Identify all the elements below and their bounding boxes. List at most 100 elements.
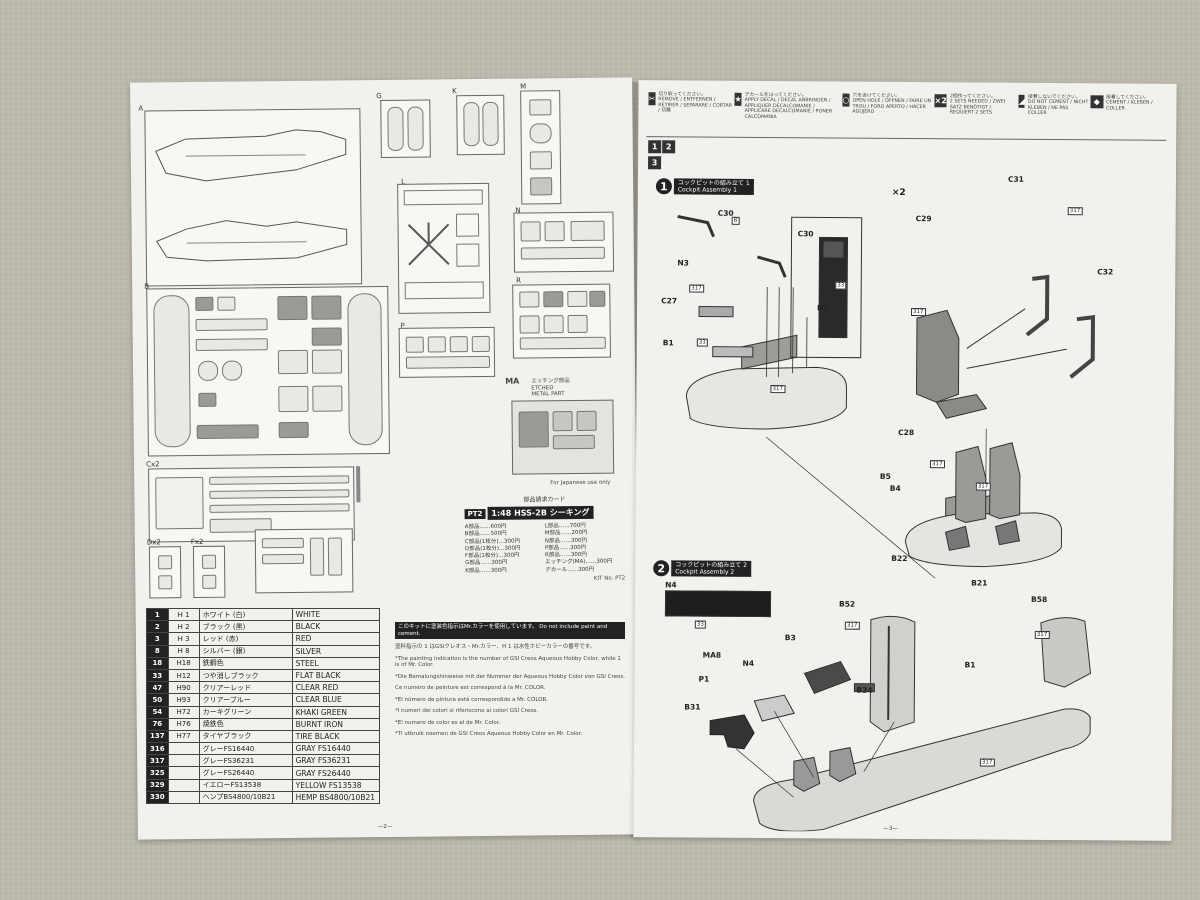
color-num-cell: 18 (146, 656, 169, 670)
kit-number: KIT No. PT2 (593, 575, 626, 582)
note-line: *The painting indication is the number o… (395, 655, 621, 669)
color-hcode-cell: H 1 (167, 607, 200, 622)
color-num-cell: 50 (146, 693, 169, 707)
color-jp-cell: 焼鉄色 (198, 717, 293, 731)
runner-p (398, 326, 496, 378)
paint-code: 317 (689, 284, 704, 293)
color-num-cell: 54 (146, 705, 169, 719)
color-num-cell: 2 (146, 620, 169, 634)
runner-b (146, 285, 390, 457)
color-jp-cell: タイヤブラック (198, 729, 293, 744)
note-line: *I numeri dei colori si riferiscono ai c… (395, 708, 539, 714)
legend-cement: ◆ 接着してください。CEMENT / KLEBEN / COLLER (1090, 95, 1170, 112)
color-num-cell: 329 (146, 778, 169, 792)
cockpit-floor-assembled (904, 442, 1063, 568)
fuselage-halves-drawing (155, 129, 348, 262)
color-jp-cell: ブラック (黒) (198, 620, 293, 634)
color-num-cell: 76 (146, 717, 169, 731)
callout-b58: B58 (1031, 594, 1048, 604)
color-hcode-cell: H 3 (167, 632, 200, 646)
color-num-cell: 47 (146, 681, 169, 695)
color-en-cell: SILVER (291, 644, 381, 658)
legend-decal: ★ デカールをはってください。APPLY DECAL / DECAL ANBRI… (734, 92, 833, 120)
color-jp-cell: レッド (赤) (198, 632, 293, 646)
callout-c27: C27 (661, 296, 678, 306)
two-sets-marker: ×2 (891, 187, 906, 198)
color-num-cell: 330 (146, 790, 169, 805)
notes-header-bar: このキットに塗装色指示はMr.カラーを使用しています。 Do not inclu… (395, 622, 625, 639)
paint-code: 317 (1067, 207, 1083, 216)
runner-l (397, 182, 491, 314)
paint-notes: このキットに塗装色指示はMr.カラーを使用しています。 Do not inclu… (395, 622, 625, 738)
color-en-cell: BURNT IRON (291, 717, 381, 731)
color-jp-cell: カーキグリーン (198, 705, 293, 719)
runner-a (144, 108, 363, 287)
legend-open-hole: ○ 穴をあけてください。OPEN HOLE / ÖFFNEN / FAIRE U… (842, 93, 932, 115)
color-hcode-cell (167, 742, 200, 756)
runner-n (513, 211, 615, 273)
runner-m (520, 90, 562, 205)
callout-c32: C32 (1097, 267, 1114, 277)
color-hcode-cell: H 2 (167, 620, 200, 634)
callout-c28: C28 (898, 427, 915, 438)
legend-no-cement: ◢ 接着しないでください。DO NOT CEMENT / NICHT KLEBE… (1018, 94, 1089, 117)
color-num-cell: 316 (146, 742, 169, 756)
color-jp-cell: クリアーレッド (198, 681, 293, 695)
paint-code: 317 (911, 308, 926, 317)
cockpit-assembly-2-diagram (709, 615, 1092, 832)
color-num-cell: 3 (146, 632, 169, 646)
color-en-cell: BLACK (291, 620, 381, 634)
parts-order-card: 部品請求カード PT2 1:48 HSS-2B シーキング A部品……600円 … (464, 493, 625, 583)
color-jp-cell: グレーFS26440 (198, 766, 293, 780)
legend-remove: ✂ 切り取ってください。REMOVE / ENTFERNEN / RETIRER… (648, 92, 732, 114)
callout-p1: P1 (698, 674, 710, 684)
color-en-cell: CLEAR BLUE (291, 693, 381, 707)
paint-code: 33 (694, 620, 706, 629)
paint-code: 317 (979, 758, 995, 767)
runner-d (148, 546, 182, 599)
color-hcode-cell: H90 (167, 681, 200, 695)
color-en-cell: CLEAR RED (291, 681, 381, 695)
color-hcode-cell: H 8 (167, 644, 200, 658)
right-page: ✂ 切り取ってください。REMOVE / ENTFERNEN / RETIRER… (633, 80, 1177, 841)
note-line: Ce numéro de peinture est correspond à l… (395, 685, 546, 691)
callout-n4: N4 (742, 658, 755, 668)
kit-name: 1:48 HSS-2B シーキング (487, 505, 594, 520)
paint-code: 317 (929, 460, 945, 469)
color-jp-cell: ホワイト (白) (198, 607, 293, 622)
callout-b52: B52 (838, 599, 856, 609)
color-jp-cell: グレーFS16440 (198, 742, 293, 756)
color-hcode-cell: H12 (167, 668, 200, 683)
note-line: *El numero de color es el de Mr. Color. (395, 719, 501, 726)
color-hcode-cell (167, 766, 200, 780)
left-page-number: —2— (377, 823, 393, 831)
star-icon: ★ (734, 92, 742, 106)
callout-b1: B1 (662, 338, 674, 348)
runner-k (456, 94, 505, 156)
callout-ma8: MA8 (702, 650, 722, 660)
paint-code: 317 (1034, 630, 1050, 640)
color-en-cell: GRAY FS36231 (291, 754, 381, 768)
color-en-cell: TIRE BLACK (291, 729, 381, 744)
runner-label-c: Cx2 (146, 460, 160, 469)
runner-label-a: A (138, 104, 144, 113)
callout-b21: B21 (971, 578, 988, 588)
color-jp-cell: ヘンプBS4800/10B21 (198, 790, 293, 805)
color-en-cell: FLAT BLACK (291, 668, 381, 683)
color-hcode-cell: H72 (167, 705, 200, 719)
color-hcode-cell: H93 (167, 693, 200, 707)
cement-icon: ◆ (1090, 95, 1104, 109)
callout-b1: B1 (964, 660, 976, 670)
color-jp-cell: シルバー (銀) (198, 644, 293, 658)
right-page-number: —3— (883, 825, 898, 832)
runner-misc (254, 528, 354, 594)
paint-code: 8 (731, 216, 740, 225)
color-num-cell: 317 (146, 754, 169, 768)
